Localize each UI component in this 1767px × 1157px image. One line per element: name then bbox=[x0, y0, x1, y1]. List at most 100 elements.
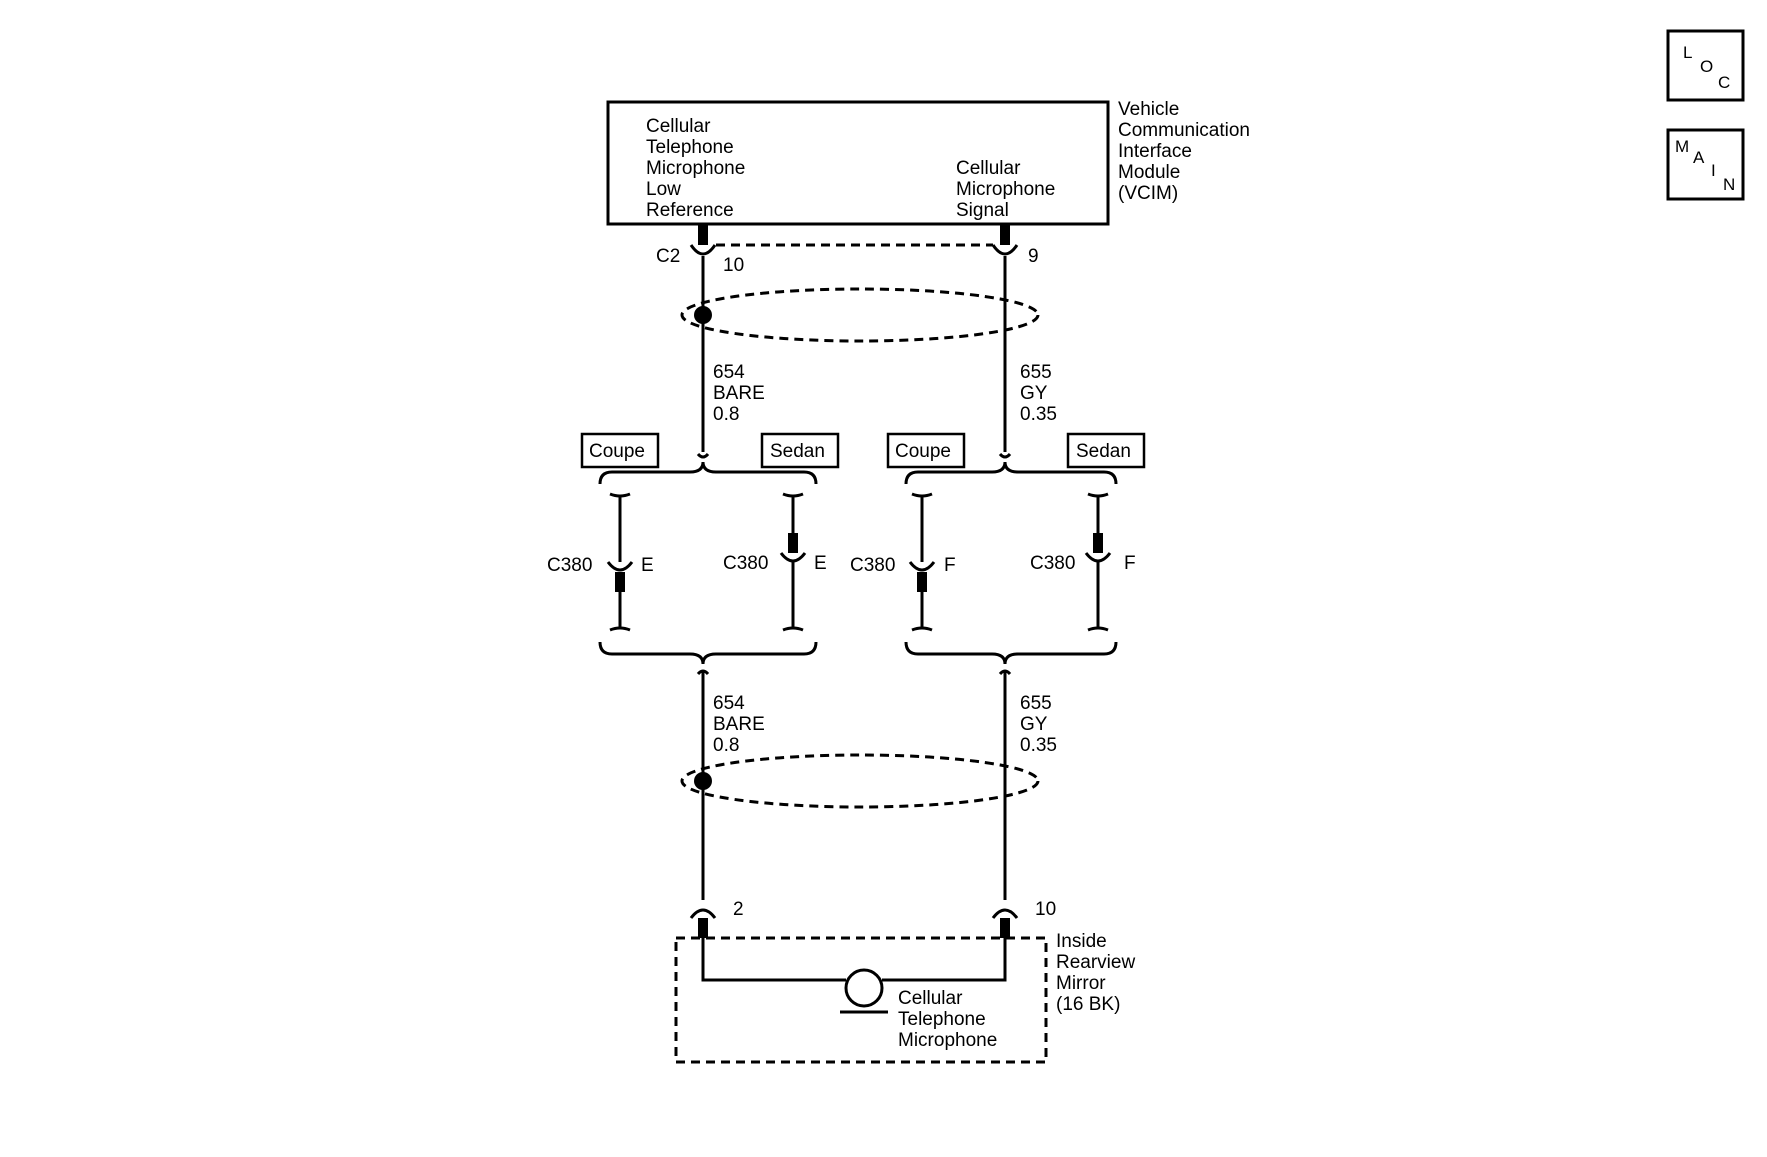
wire-655-color-upper: GY bbox=[1020, 383, 1048, 404]
wire-654-gauge-upper: 0.8 bbox=[713, 404, 739, 425]
c380-pin-ls bbox=[788, 533, 798, 553]
inside-rearview-mirror: 2 10 Cellular Telephone Microphone Insid… bbox=[674, 899, 1135, 1064]
wire-654-color-lower: BARE bbox=[713, 714, 765, 735]
connector-c2-label: C2 bbox=[656, 246, 680, 267]
mirror-terminal-right bbox=[991, 908, 1019, 919]
wire-654-break-upper bbox=[696, 452, 710, 459]
mirror-name-3: Mirror bbox=[1056, 973, 1106, 994]
wire-655-gauge-upper: 0.35 bbox=[1020, 404, 1057, 425]
mirror-pin-10-label: 10 bbox=[1035, 899, 1056, 920]
loc-button[interactable]: L O C bbox=[1666, 29, 1745, 102]
pin-10-label: 10 bbox=[723, 255, 744, 276]
c380-terminal-lc bbox=[606, 561, 634, 572]
mirror-pin-right bbox=[1000, 918, 1010, 938]
vcim-name-4: Module bbox=[1118, 162, 1180, 183]
c380-label-rs: C380 bbox=[1030, 553, 1075, 574]
mic-wire-left bbox=[701, 938, 846, 982]
vcim-right-func-1: Cellular bbox=[956, 158, 1021, 179]
shield-lower bbox=[680, 753, 1040, 809]
loc-letter-l: L bbox=[1683, 43, 1692, 62]
female-terminal-right bbox=[991, 244, 1019, 256]
c380-branches: C380 E C380 E C380 F C380 F bbox=[547, 492, 1136, 632]
mic-label-1: Cellular bbox=[898, 988, 963, 1009]
drain-splice-upper bbox=[694, 306, 712, 324]
vcim-left-func-5: Reference bbox=[646, 200, 734, 221]
wire-654-circuit-lower: 654 bbox=[713, 693, 745, 714]
c380-pin-rc bbox=[917, 572, 927, 592]
pin-stub-right bbox=[1000, 225, 1010, 245]
tag-left-sedan: Sedan bbox=[770, 441, 825, 462]
branch-break-top-rs bbox=[1087, 492, 1109, 498]
tag-box-right-coupe bbox=[886, 432, 966, 469]
branch-break-bot-rs bbox=[1087, 626, 1109, 632]
wire-655-gauge-lower: 0.35 bbox=[1020, 735, 1057, 756]
mirror-dashed-box bbox=[674, 936, 1048, 1064]
brace-upper-right bbox=[904, 461, 1118, 485]
mirror-name-1: Inside bbox=[1056, 931, 1107, 952]
brace-lower-left bbox=[598, 641, 818, 665]
main-letter-m: M bbox=[1675, 137, 1689, 156]
shield-upper bbox=[680, 287, 1040, 343]
loc-letter-c: C bbox=[1718, 73, 1730, 92]
mirror-name-4: (16 BK) bbox=[1056, 994, 1120, 1015]
wire-655-break-lower bbox=[998, 669, 1012, 676]
vcim-name-1: Vehicle bbox=[1118, 99, 1179, 120]
tag-left-coupe: Coupe bbox=[589, 441, 645, 462]
c380-pin-label-rs: F bbox=[1124, 553, 1136, 574]
vcim-left-func-3: Microphone bbox=[646, 158, 745, 179]
drain-splice-lower bbox=[694, 772, 712, 790]
mic-label-2: Telephone bbox=[898, 1009, 986, 1030]
wire-654-circuit-upper: 654 bbox=[713, 362, 745, 383]
vcim-name-2: Communication bbox=[1118, 120, 1250, 141]
wire-654-break-lower bbox=[696, 669, 710, 676]
mic-wire-right bbox=[882, 938, 1007, 982]
mirror-name-2: Rearview bbox=[1056, 952, 1135, 973]
c380-pin-rs bbox=[1093, 533, 1103, 553]
pin-9-label: 9 bbox=[1028, 246, 1039, 267]
vcim-left-func-4: Low bbox=[646, 179, 681, 200]
main-letter-a: A bbox=[1693, 148, 1705, 167]
loc-letter-o: O bbox=[1700, 57, 1713, 76]
branch-break-bot-lc bbox=[609, 626, 631, 632]
branch-break-top-lc bbox=[609, 492, 631, 498]
c380-terminal-rs bbox=[1084, 552, 1112, 563]
branch-break-bot-ls bbox=[782, 626, 804, 632]
tag-box-left-sedan bbox=[760, 432, 840, 469]
vcim-name-3: Interface bbox=[1118, 141, 1192, 162]
tag-right-coupe: Coupe bbox=[895, 441, 951, 462]
tag-box-left-coupe bbox=[580, 432, 660, 469]
c380-pin-label-ls: E bbox=[814, 553, 827, 574]
microphone-icon bbox=[844, 968, 884, 1008]
c380-pin-lc bbox=[615, 572, 625, 592]
vcim-left-func-1: Cellular bbox=[646, 116, 711, 137]
wire-654-color-upper: BARE bbox=[713, 383, 765, 404]
vcim-box bbox=[606, 100, 1110, 226]
c380-terminal-ls bbox=[779, 552, 807, 563]
main-letter-i: I bbox=[1711, 161, 1716, 180]
mic-label-3: Microphone bbox=[898, 1030, 997, 1051]
tag-right-sedan: Sedan bbox=[1076, 441, 1131, 462]
mirror-pin-left bbox=[698, 918, 708, 938]
c380-label-rc: C380 bbox=[850, 555, 895, 576]
branch-break-top-rc bbox=[911, 492, 933, 498]
tag-box-right-sedan bbox=[1066, 432, 1146, 469]
variant-tags: Coupe Sedan Coupe Sedan bbox=[580, 432, 1146, 469]
mirror-terminal-left bbox=[689, 908, 717, 919]
main-letter-n: N bbox=[1723, 175, 1735, 194]
branch-break-top-ls bbox=[782, 492, 804, 498]
wire-655-circuit-upper: 655 bbox=[1020, 362, 1052, 383]
c380-label-lc: C380 bbox=[547, 555, 592, 576]
c380-label-ls: C380 bbox=[723, 553, 768, 574]
vcim-right-func-2: Microphone bbox=[956, 179, 1055, 200]
c380-terminal-rc bbox=[908, 561, 936, 572]
wire-655-color-lower: GY bbox=[1020, 714, 1048, 735]
vcim-left-func-2: Telephone bbox=[646, 137, 734, 158]
wire-655-circuit-lower: 655 bbox=[1020, 693, 1052, 714]
main-button[interactable]: M A I N bbox=[1666, 128, 1745, 201]
branch-break-bot-rc bbox=[911, 626, 933, 632]
wire-654-gauge-lower: 0.8 bbox=[713, 735, 739, 756]
brace-upper-left bbox=[598, 461, 818, 485]
vcim-connector: C2 10 9 bbox=[656, 225, 1039, 276]
wire-655-break-upper bbox=[998, 452, 1012, 459]
